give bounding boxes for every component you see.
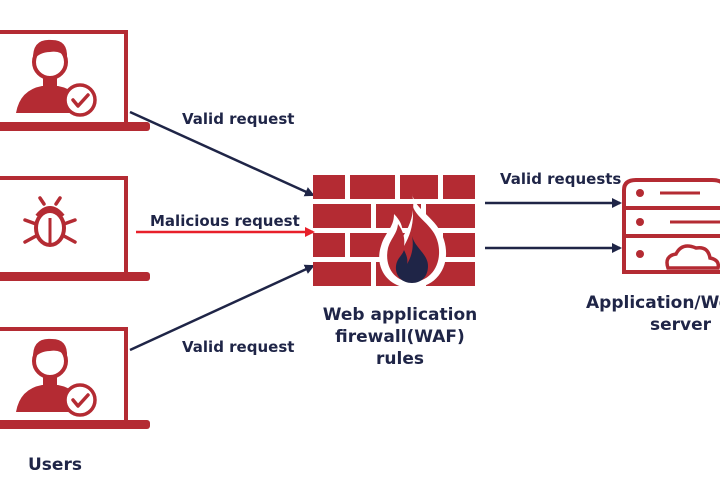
label-bottom-valid-request: Valid request: [182, 338, 295, 356]
threat-laptop: [0, 176, 150, 281]
server-label: Application/Web server: [586, 292, 720, 336]
firewall-label-line2: firewall(WAF): [335, 327, 465, 347]
label-malicious-request: Malicious request: [150, 212, 300, 230]
server-label-line2: server: [650, 315, 712, 335]
label-valid-requests: Valid requests: [500, 170, 622, 188]
server-label-line1: Application/Web: [586, 293, 720, 313]
label-top-valid-request: Valid request: [182, 110, 295, 128]
firewall-label-line3: rules: [376, 349, 424, 369]
user-laptop-bottom: [0, 327, 150, 429]
user-check-icon: [16, 338, 97, 417]
server-cloud-icon: [622, 178, 720, 274]
user-check-icon: [16, 39, 97, 117]
bug-icon: [23, 196, 77, 247]
firewall-label-line1: Web application: [322, 305, 478, 325]
edge-top-valid: [129, 110, 315, 197]
firewall-flame-icon: [313, 175, 475, 288]
users-label: Users: [28, 455, 82, 475]
firewall-label: Web application firewall(WAF) rules: [310, 304, 490, 370]
user-laptop-top: [0, 30, 150, 131]
edge-bottom-valid: [129, 264, 315, 352]
